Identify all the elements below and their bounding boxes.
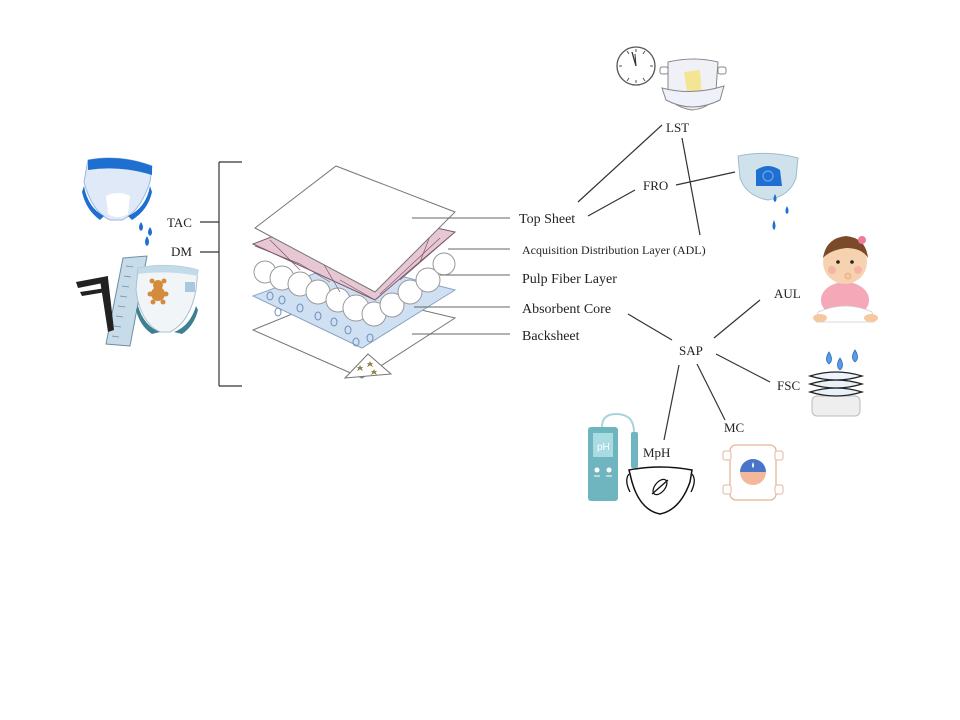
label-mc: MC: [724, 420, 744, 435]
label-adl: Acquisition Distribution Layer (ADL): [522, 243, 706, 257]
label-pulp-fiber: Pulp Fiber Layer: [522, 272, 617, 287]
svg-text:pH: pH: [597, 442, 610, 453]
ph-meter-diaper-icon: pH: [588, 412, 695, 515]
stacked-pads-drops-icon: [807, 349, 865, 417]
clock-wet-diaper-icon: [616, 46, 727, 111]
label-fsc: FSC: [777, 378, 800, 393]
ruler-caliper-diaper-icon: [76, 255, 199, 347]
label-backsheet: Backsheet: [522, 329, 580, 344]
baby-sitting-icon: [813, 236, 878, 323]
layer-pulp-fiber: [253, 252, 456, 327]
leader-lines: [412, 217, 510, 335]
diaper-with-drops-icon: [82, 157, 153, 246]
label-aul: AUL: [774, 286, 801, 301]
label-absorbent-core: Absorbent Core: [522, 302, 611, 317]
label-mph: MpH: [643, 445, 670, 460]
top-sheet-connectors: [577, 124, 736, 236]
label-top-sheet: Top Sheet: [519, 212, 575, 227]
label-lst: LST: [666, 120, 689, 135]
label-fro: FRO: [643, 178, 668, 193]
diaper-moisture-icon: [722, 444, 784, 501]
label-tac: TAC: [167, 215, 192, 230]
left-bracket: [200, 161, 242, 387]
layer-top-sheet: [254, 165, 456, 293]
leaking-diaper-icon: [737, 152, 799, 230]
sap-connectors: [627, 299, 771, 441]
label-sap: SAP: [679, 343, 703, 358]
label-dm: DM: [171, 244, 192, 259]
